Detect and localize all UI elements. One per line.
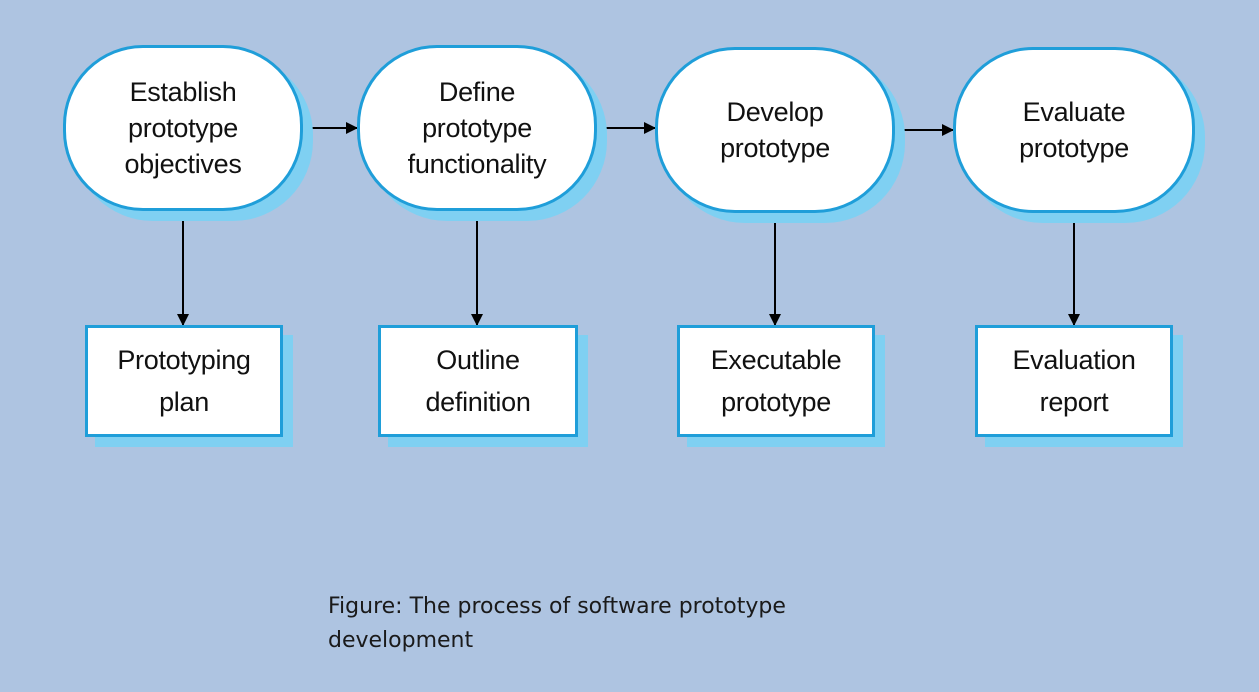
output-plan: Prototyping plan bbox=[85, 325, 283, 437]
stage-develop: Develop prototype bbox=[655, 47, 895, 213]
output-outline: Outline definition bbox=[378, 325, 578, 437]
stage-evaluate-label: Evaluate prototype bbox=[1019, 97, 1129, 163]
figure-caption: Figure: The process of software prototyp… bbox=[328, 594, 786, 653]
output-plan-label: Prototyping plan bbox=[117, 345, 251, 417]
stage-evaluate: Evaluate prototype bbox=[953, 47, 1195, 213]
output-outline-label: Outline definition bbox=[425, 345, 531, 417]
stage-establish-label: Establish prototype objectives bbox=[124, 77, 242, 179]
stage-define: Define prototype functionality bbox=[357, 45, 597, 211]
output-report-label: Evaluation report bbox=[1012, 345, 1136, 417]
stage-develop-label: Develop prototype bbox=[720, 97, 830, 163]
output-executable: Executable prototype bbox=[677, 325, 875, 437]
stage-establish: Establish prototype objectives bbox=[63, 45, 303, 211]
output-report: Evaluation report bbox=[975, 325, 1173, 437]
output-executable-label: Executable prototype bbox=[710, 345, 842, 417]
stage-define-label: Define prototype functionality bbox=[407, 77, 547, 179]
